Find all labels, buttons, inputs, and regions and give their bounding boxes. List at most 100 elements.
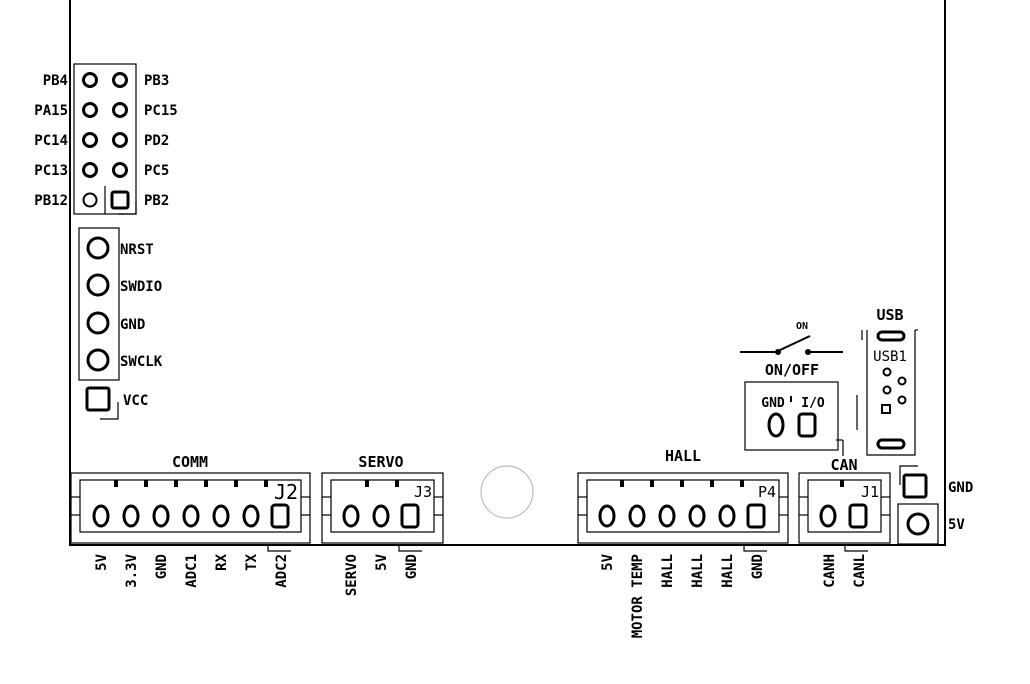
can-pin-label: CANH — [822, 554, 838, 588]
board-outline — [69, 0, 946, 546]
can-pad — [819, 504, 837, 528]
comm-pin-label: TX — [244, 553, 260, 570]
comm-ref: J2 — [274, 480, 298, 504]
can-ref: J1 — [861, 483, 879, 501]
hall-pad — [718, 504, 736, 528]
power-pad-5v — [906, 512, 930, 536]
header-pad — [82, 192, 98, 208]
swd-header: NRST SWDIO GND SWCLK VCC — [78, 227, 163, 420]
usb-shield-pad — [876, 438, 906, 450]
header-label-right: PC5 — [144, 163, 169, 179]
swd-label: VCC — [123, 393, 148, 409]
servo-pin-label: GND — [404, 554, 420, 579]
usb-connector: USB USB1 — [861, 306, 918, 456]
hall-pin-label: HALL — [660, 554, 676, 588]
header-pad-square — [110, 190, 130, 210]
header-pad — [112, 132, 128, 148]
header-label-left: PC13 — [34, 163, 68, 179]
switch-title: ON/OFF — [765, 361, 819, 379]
servo-pin-label: SERVO — [344, 554, 360, 596]
header-pad — [112, 102, 128, 118]
hall-ref: P4 — [758, 483, 776, 501]
comm-pad — [182, 504, 200, 528]
hall-pin-label: 5V — [600, 553, 616, 570]
swd-label: SWDIO — [120, 279, 162, 295]
hall-title: HALL — [665, 447, 701, 465]
swd-pad — [86, 273, 110, 297]
hall-pad — [688, 504, 706, 528]
usb-shield-pad — [876, 330, 906, 342]
power-switch: ON ON/OFF GND I/O — [740, 321, 858, 456]
hall-pin-label: MOTOR TEMP — [630, 554, 646, 638]
servo-pad-square — [400, 503, 420, 529]
header-label-left: PC14 — [34, 133, 68, 149]
power-label: 5V — [948, 517, 965, 533]
swd-pad — [86, 311, 110, 335]
comm-pad — [242, 504, 260, 528]
hall-connector: HALL P4 5V MOTOR TEMP HALL HALL HALL GND — [577, 447, 789, 638]
switch-pin-label: GND — [761, 396, 785, 411]
power-label: GND — [948, 480, 973, 496]
servo-connector: SERVO J3 SERVO 5V GND — [321, 453, 444, 596]
gpio-header: PB4 PA15 PC14 PC13 PB12 PB3 PC15 PD2 PC5… — [34, 63, 178, 215]
switch-on-label: ON — [796, 321, 808, 332]
power-pads: GND 5V — [897, 465, 973, 545]
header-pad — [82, 102, 98, 118]
power-pad-gnd — [902, 473, 928, 499]
usb-ref: USB1 — [873, 349, 907, 365]
hall-pad — [598, 504, 616, 528]
servo-ref: J3 — [414, 483, 432, 501]
comm-pin-label: ADC2 — [274, 554, 290, 588]
swd-pad — [86, 236, 110, 260]
usb-title: USB — [876, 306, 903, 324]
hall-pin-label: HALL — [720, 554, 736, 588]
servo-pad — [372, 504, 390, 528]
hall-pin-label: HALL — [690, 554, 706, 588]
can-pin-label: CANL — [852, 554, 868, 588]
servo-title: SERVO — [358, 453, 403, 471]
swd-pad-square — [85, 386, 111, 412]
header-label-right: PC15 — [144, 103, 178, 119]
mounting-hole — [480, 465, 534, 519]
header-label-right: PB3 — [144, 73, 169, 89]
header-label-right: PD2 — [144, 133, 169, 149]
header-label-right: PB2 — [144, 193, 169, 209]
header-label-left: PA15 — [34, 103, 68, 119]
header-pad — [82, 132, 98, 148]
swd-label: NRST — [120, 242, 154, 258]
servo-pin-label: 5V — [374, 553, 390, 570]
header-pad — [82, 162, 98, 178]
comm-pin-label: RX — [214, 553, 230, 570]
switch-pad — [767, 412, 785, 438]
comm-pin-label: ADC1 — [184, 554, 200, 588]
comm-pad — [152, 504, 170, 528]
comm-pad — [122, 504, 140, 528]
comm-pin-label: 3.3V — [124, 553, 140, 587]
comm-connector: COMM J2 5V 3.3V GND ADC1 RX TX ADC2 — [70, 453, 311, 588]
comm-pin-label: 5V — [94, 553, 110, 570]
swd-pad — [86, 348, 110, 372]
switch-pin-label: I/O — [801, 396, 825, 411]
swd-label: GND — [120, 317, 145, 333]
comm-pin-label: GND — [154, 554, 170, 579]
header-pad — [112, 72, 128, 88]
can-connector: CAN J1 CANH CANL — [798, 456, 891, 588]
switch-pad-square — [797, 412, 817, 438]
comm-title: COMM — [172, 453, 208, 471]
hall-pad-square — [746, 503, 766, 529]
header-label-left: PB4 — [43, 73, 68, 89]
can-title: CAN — [830, 456, 857, 474]
can-pad-square — [848, 503, 868, 529]
swd-label: SWCLK — [120, 354, 163, 370]
comm-pad-square — [270, 503, 290, 529]
header-pad — [82, 72, 98, 88]
servo-pad — [342, 504, 360, 528]
header-label-left: PB12 — [34, 193, 68, 209]
comm-pad — [92, 504, 110, 528]
hall-pad — [658, 504, 676, 528]
hall-pin-label: GND — [750, 554, 766, 579]
comm-pad — [212, 504, 230, 528]
hall-pad — [628, 504, 646, 528]
